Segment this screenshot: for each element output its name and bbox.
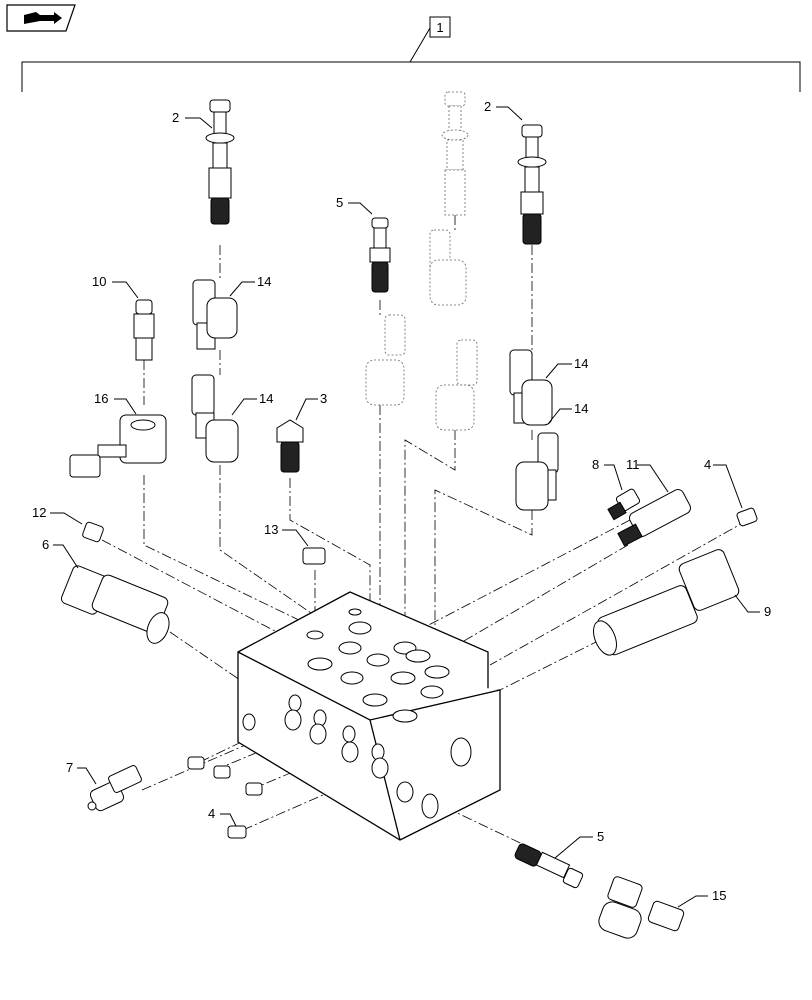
callout-14-d[interactable]: 14 <box>574 401 588 416</box>
callout-labels: 2 2 5 10 14 14 14 14 16 3 8 11 4 12 13 6… <box>32 99 771 903</box>
callout-16[interactable]: 16 <box>94 391 108 406</box>
callout-14-c[interactable]: 14 <box>574 356 588 371</box>
callout-4-right[interactable]: 4 <box>704 457 711 472</box>
assembly-bracket: 1 <box>21 16 801 92</box>
check-valve-8[interactable] <box>607 488 641 521</box>
cartridge-valve-ghost <box>441 91 469 216</box>
plug-4-right[interactable] <box>736 507 758 527</box>
callout-7[interactable]: 7 <box>66 760 73 775</box>
callout-3[interactable]: 3 <box>320 391 327 406</box>
block-ports <box>242 608 472 819</box>
cartridge-valve-5-bottom[interactable] <box>514 843 584 889</box>
callout-2-left[interactable]: 2 <box>172 110 179 125</box>
cartridge-valve-2-right[interactable] <box>517 124 547 245</box>
leader-lines <box>50 106 760 908</box>
cartridge-valve-5-top[interactable] <box>369 217 391 293</box>
callout-11[interactable]: 11 <box>626 457 640 472</box>
callout-10[interactable]: 10 <box>92 274 106 289</box>
solenoid-coil-14-c[interactable] <box>509 349 553 426</box>
plug-12[interactable] <box>82 521 104 543</box>
callout-2-right[interactable]: 2 <box>484 99 491 114</box>
callout-8[interactable]: 8 <box>592 457 599 472</box>
pressure-sensor-7[interactable] <box>87 764 142 813</box>
solenoid-coil-16[interactable] <box>69 414 167 478</box>
plug-13[interactable] <box>302 547 326 565</box>
callout-14-a[interactable]: 14 <box>257 274 271 289</box>
callout-9[interactable]: 9 <box>764 604 771 619</box>
callout-12[interactable]: 12 <box>32 505 46 520</box>
callout-15[interactable]: 15 <box>712 888 726 903</box>
plug-3[interactable] <box>276 419 304 473</box>
callout-4-bottom[interactable]: 4 <box>208 806 215 821</box>
solenoid-coil-14-b[interactable] <box>191 374 239 463</box>
relief-valve-10[interactable] <box>133 299 155 361</box>
callout-1[interactable]: 1 <box>436 20 443 35</box>
solenoid-coil-14-d[interactable] <box>515 432 559 511</box>
relief-valve-9[interactable] <box>589 548 741 659</box>
solenoid-coil-14-a[interactable] <box>192 279 238 350</box>
small-plugs[interactable] <box>187 756 263 796</box>
cartridge-valve-2-left[interactable] <box>205 99 235 225</box>
callout-14-b[interactable]: 14 <box>259 391 273 406</box>
callout-13[interactable]: 13 <box>264 522 278 537</box>
callout-5-top[interactable]: 5 <box>336 195 343 210</box>
solenoid-valve-11[interactable] <box>617 487 693 547</box>
callout-5-bottom[interactable]: 5 <box>597 829 604 844</box>
valve-block <box>237 591 501 841</box>
solenoid-coil-15[interactable] <box>596 876 685 941</box>
relief-valve-6[interactable] <box>60 564 173 646</box>
solenoid-coil-ghost <box>365 229 478 431</box>
plug-4-bottom[interactable] <box>227 825 247 839</box>
callout-6[interactable]: 6 <box>42 537 49 552</box>
book-arrow-icon[interactable] <box>6 4 76 32</box>
